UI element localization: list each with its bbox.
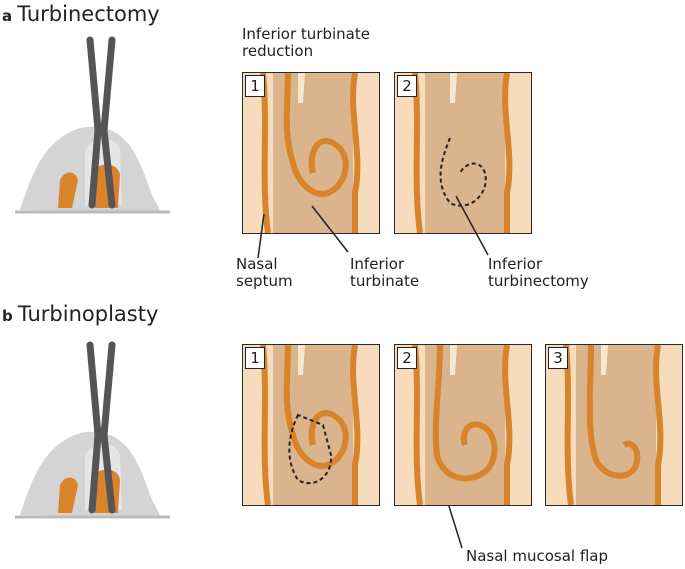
nose-instrument-illustration-b xyxy=(15,341,170,519)
panel-b3: 3 xyxy=(545,344,683,506)
section-b-heading: b Turbinoplasty xyxy=(2,302,158,326)
panel-a1-number: 1 xyxy=(245,75,265,97)
panel-b3-number: 3 xyxy=(548,347,568,369)
panel-b2-number: 2 xyxy=(397,347,417,369)
panel-b2: 2 xyxy=(394,344,532,506)
section-a-subtitle: Inferior turbinate reduction xyxy=(242,25,370,60)
panel-b1: 1 xyxy=(242,344,380,506)
section-a-heading: a Turbinectomy xyxy=(2,2,160,26)
nose-instrument-illustration-a xyxy=(15,36,170,214)
panel-a1: 1 xyxy=(242,72,380,234)
label-nasal-septum: Nasal septum xyxy=(236,255,293,290)
label-nasal-mucosal-flap: Nasal mucosal flap xyxy=(466,547,609,565)
section-a-title: Turbinectomy xyxy=(17,2,160,26)
label-inferior-turbinectomy: Inferior turbinectomy xyxy=(488,255,589,290)
panel-b1-number: 1 xyxy=(245,347,265,369)
section-b-letter: b xyxy=(2,307,13,325)
label-inferior-turbinate: Inferior turbinate xyxy=(350,255,420,290)
panel-a2-number: 2 xyxy=(397,75,417,97)
section-b-title: Turbinoplasty xyxy=(17,302,159,326)
panel-a2: 2 xyxy=(394,72,532,234)
section-a-letter: a xyxy=(2,7,13,25)
